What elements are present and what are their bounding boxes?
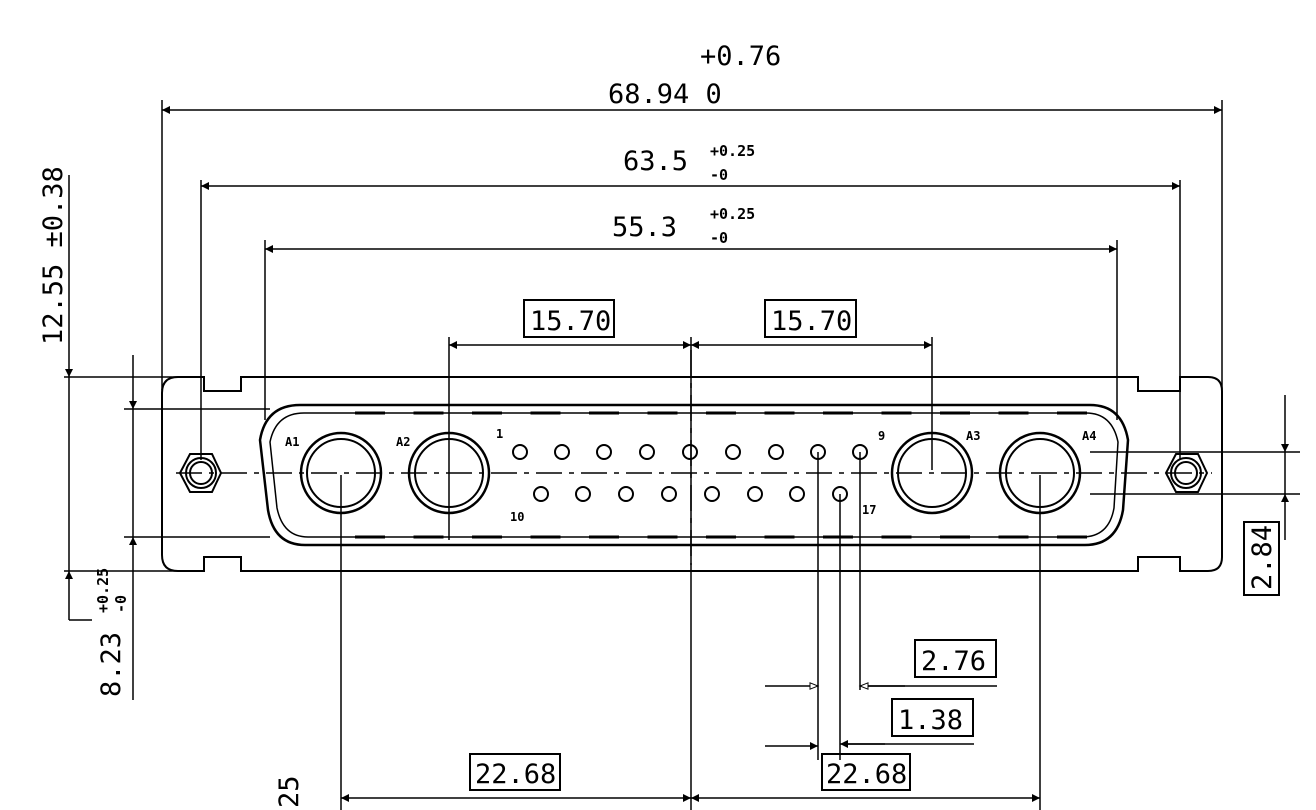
dim-row-offset-text: 2.84 xyxy=(1247,525,1278,590)
dim-overall-text: 68.94 0 xyxy=(608,79,722,110)
dim-inner-tol-plus: +0.25 xyxy=(94,568,112,613)
dim-pin-pitch-text: 2.76 xyxy=(921,646,986,677)
dim-mount-text: 63.5 xyxy=(623,146,688,177)
flange-outline xyxy=(161,376,1223,572)
label-pin-17: 17 xyxy=(862,503,876,517)
shell-inner xyxy=(269,412,1119,538)
extension-lines xyxy=(64,100,1300,810)
dim-shell-text: 55.3 xyxy=(612,212,677,243)
dim-overall-tol: +0.76 xyxy=(700,41,781,72)
label-a2: A2 xyxy=(396,435,410,449)
dim-bottom-right-text: 22.68 xyxy=(826,759,907,790)
dim-bottom-left-text: 22.68 xyxy=(475,759,556,790)
label-a3: A3 xyxy=(966,429,980,443)
label-pin-10: 10 xyxy=(510,510,524,524)
dim-height-text: 12.55 ±0.38 xyxy=(38,166,69,345)
dim-shell-tol-plus: +0.25 xyxy=(710,205,755,223)
dim-inner-tol-minus: -0 xyxy=(112,595,130,613)
shell-outer xyxy=(258,403,1130,547)
dim-pitch-left-text: 15.70 xyxy=(530,306,611,337)
boxed-dimensions xyxy=(469,299,1280,791)
dimension-lines xyxy=(65,106,1289,802)
dim-mount-tol-plus: +0.25 xyxy=(710,142,755,160)
label-pin-1: 1 xyxy=(496,427,503,441)
label-a4: A4 xyxy=(1082,429,1096,443)
dim-shell-tol-minus: -0 xyxy=(710,229,728,247)
label-pin-9: 9 xyxy=(878,429,885,443)
pin-row-1 xyxy=(512,444,868,460)
label-a1: A1 xyxy=(285,435,299,449)
dim-mount-tol-minus: -0 xyxy=(710,166,728,184)
pin-row-2 xyxy=(533,486,848,502)
connector-body xyxy=(161,376,1223,572)
dim-pitch-right-text: 15.70 xyxy=(771,306,852,337)
insert-ticks xyxy=(355,411,1087,539)
dim-inner-height-text: 8.23 xyxy=(96,632,127,697)
dim-cut-text: 25 xyxy=(274,775,305,808)
dim-pin-half-text: 1.38 xyxy=(898,705,963,736)
